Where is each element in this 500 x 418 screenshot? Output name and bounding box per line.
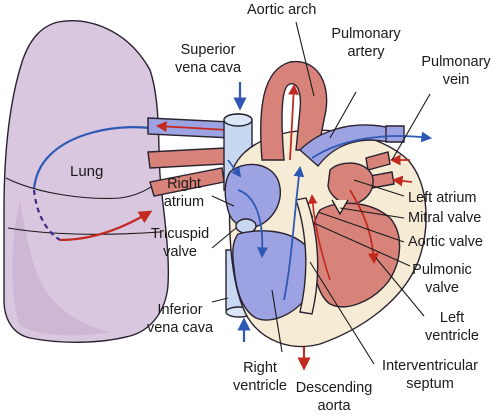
label-mitral-valve: Mitral valve [408,210,481,226]
pv-arrow-2 [391,175,413,187]
right-ventricle [232,230,314,321]
lung-label: Lung [70,163,103,180]
lung: Lung [3,20,170,343]
label-pulmonary-artery-1: Pulmonary [331,26,401,42]
lv-arrow [349,189,379,265]
label-interventricular-septum-2: septum [406,376,454,392]
label-tricuspid-valve-2: valve [163,244,197,260]
label-right-ventricle-2: ventricle [233,378,287,394]
rv-up-arrow [283,165,305,301]
ra-flow-arrow [237,189,268,259]
mitral-valve [331,199,349,216]
label-inferior-vena-cava-2: vena cava [147,320,214,336]
label-right-atrium-2: atrium [164,194,204,210]
label-right-ventricle-1: Right [243,360,277,376]
right-atrium [224,163,281,229]
pulmonary-vessels [147,117,233,197]
leader-lines [211,21,431,365]
pulmonary-artery-right [385,125,405,143]
label-aortic-arch: Aortic arch [247,2,316,18]
label-tricuspid-valve-1: Tricuspid [151,226,209,242]
lv-out-arrow [307,194,331,281]
label-pulmonary-vein-2: vein [443,72,470,88]
lung-blue-vessel [32,126,151,189]
label-right-atrium-1: Right [167,176,201,192]
label-inferior-vena-cava-1: Inferior [157,302,202,318]
labels: Aortic arch Superior vena cava Pulmonary… [147,2,491,414]
label-descending-aorta-1: Descending [296,380,373,396]
label-interventricular-septum-1: Interventricular [382,358,478,374]
label-superior-vena-cava-1: Superior [181,42,236,58]
label-superior-vena-cava-2: vena cava [175,60,242,76]
label-pulmonary-vein-1: Pulmonary [421,54,491,70]
lung-fissure-lower [7,227,161,235]
lung-blue-vessel-dashed [32,189,61,241]
lung-red-vessel [59,210,153,242]
label-pulmonary-artery-2: artery [347,44,385,60]
left-atrium [327,162,374,205]
ra-in-arrow [227,159,242,178]
pulmonary-vein-branch [147,147,226,169]
aorta-up-arrow [288,83,299,161]
interventricular-septum [295,197,319,315]
label-left-ventricle-2: ventricle [425,328,479,344]
lung-body [3,20,170,343]
label-descending-aorta-2: aorta [317,398,351,414]
pa-blue-arrow [311,131,433,159]
label-left-atrium: Left atrium [408,190,477,206]
heart [224,60,433,371]
lung-shading [12,200,110,336]
label-pulmonic-valve-2: valve [425,280,459,296]
label-pulmonic-valve-1: Pulmonic [412,262,472,278]
aortic-arch [260,60,328,161]
label-left-ventricle-1: Left [440,310,464,326]
label-aortic-valve: Aortic valve [408,234,483,250]
pulmonary-branch-arrow [155,121,229,132]
lung-fissure-upper [5,177,159,199]
